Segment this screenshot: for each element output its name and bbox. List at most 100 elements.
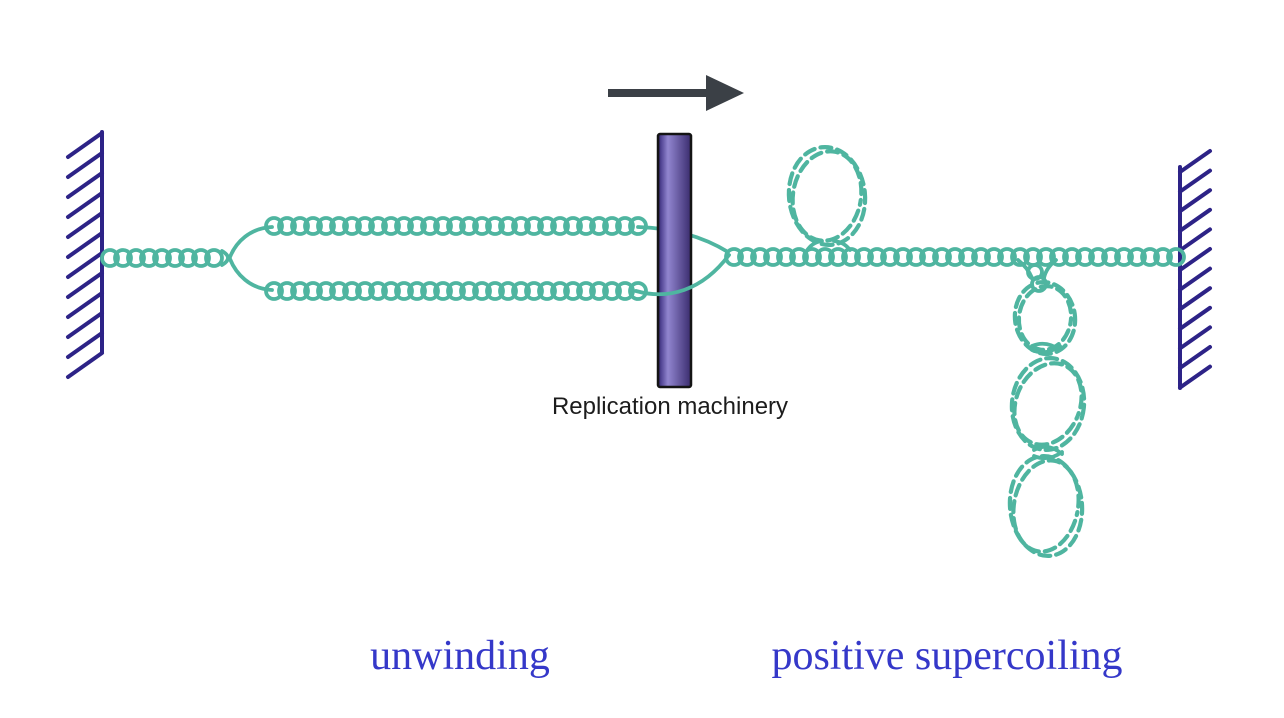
dna-twist bbox=[459, 281, 479, 301]
wall-hatch bbox=[66, 231, 104, 259]
dna-strand-crossing-bar bbox=[634, 253, 731, 297]
dna-twist bbox=[100, 248, 120, 268]
left-anchor-wall bbox=[66, 130, 104, 379]
crossover bbox=[1032, 444, 1064, 456]
dna-twist bbox=[316, 281, 336, 301]
wall-hatch bbox=[1178, 149, 1212, 174]
dna-twist bbox=[290, 281, 310, 301]
dna-twist bbox=[776, 247, 796, 267]
wall-hatch bbox=[66, 171, 104, 199]
dna-twist bbox=[342, 216, 362, 236]
supercoil-lobe bbox=[1009, 355, 1087, 453]
dna-twist bbox=[563, 216, 583, 236]
dna-twist bbox=[1062, 247, 1082, 267]
dna-twist bbox=[828, 247, 848, 267]
dna-twist bbox=[329, 281, 349, 301]
fork-apex bbox=[220, 249, 230, 267]
dna-twist bbox=[420, 216, 440, 236]
dna-twist bbox=[563, 281, 583, 301]
dna-twist bbox=[498, 281, 518, 301]
dna-twist bbox=[355, 216, 375, 236]
dna-twist bbox=[1153, 247, 1173, 267]
dna-twist bbox=[997, 247, 1017, 267]
dna-twist bbox=[355, 281, 375, 301]
dna-twist bbox=[971, 247, 991, 267]
dna-twist bbox=[524, 281, 544, 301]
dna-twist bbox=[763, 247, 783, 267]
wall-hatch bbox=[1178, 168, 1212, 194]
dna-twist bbox=[815, 247, 835, 267]
dna-twist bbox=[178, 248, 198, 268]
dna-twist bbox=[576, 216, 596, 236]
dna-twist bbox=[1010, 247, 1030, 267]
dna-twist bbox=[958, 247, 978, 267]
wall-hatch bbox=[1178, 188, 1212, 214]
wall-hatch bbox=[66, 351, 104, 379]
wall-hatch bbox=[1178, 305, 1212, 331]
wall-hatch bbox=[1178, 286, 1212, 312]
wall-hatch bbox=[66, 211, 104, 239]
wall-hatch bbox=[66, 251, 104, 279]
dna-twist bbox=[867, 247, 887, 267]
dna-twist bbox=[126, 248, 146, 268]
dna-twist bbox=[550, 281, 570, 301]
dna-twist bbox=[524, 216, 544, 236]
dna-twist bbox=[446, 281, 466, 301]
dna-twist bbox=[472, 216, 492, 236]
dna-twist bbox=[316, 216, 336, 236]
dna-twist bbox=[906, 247, 926, 267]
dna-twist bbox=[433, 281, 453, 301]
dna-twist bbox=[394, 281, 414, 301]
dna-twist bbox=[1088, 247, 1108, 267]
right-anchor-wall bbox=[1178, 149, 1212, 390]
dna-twist bbox=[485, 281, 505, 301]
dna-twist bbox=[932, 247, 952, 267]
dna-twist bbox=[368, 216, 388, 236]
wall-hatch bbox=[66, 291, 104, 319]
direction-arrow bbox=[608, 75, 744, 111]
lower-strand-front-of-bar bbox=[634, 253, 731, 297]
dna-twist bbox=[264, 281, 284, 301]
dna-twist bbox=[381, 216, 401, 236]
dna-twist bbox=[1101, 247, 1121, 267]
dna-twist bbox=[329, 216, 349, 236]
wall-hatch bbox=[1178, 207, 1212, 233]
dna-twist bbox=[628, 281, 648, 301]
dna-twist bbox=[737, 247, 757, 267]
arrow-shaft bbox=[608, 89, 708, 97]
fork-upper-arm bbox=[228, 225, 274, 259]
dna-twist bbox=[550, 216, 570, 236]
wall-hatch bbox=[66, 151, 104, 179]
dna-twist bbox=[342, 281, 362, 301]
dna-twist bbox=[277, 281, 297, 301]
dna-twist bbox=[368, 281, 388, 301]
wall-hatch bbox=[1178, 266, 1212, 292]
dna-twist bbox=[854, 247, 874, 267]
loop-junction bbox=[804, 239, 824, 254]
supercoil-lobe bbox=[1011, 458, 1081, 554]
supercoil-lobe bbox=[1012, 280, 1078, 356]
positive-supercoiling-caption: positive supercoiling bbox=[771, 633, 1122, 679]
replication-machinery-bar bbox=[656, 132, 693, 389]
wall-hatch bbox=[66, 271, 104, 299]
supercoil-lobe bbox=[1007, 453, 1085, 559]
dna-twist bbox=[537, 216, 557, 236]
dna-twist bbox=[602, 216, 622, 236]
dna-twist bbox=[1140, 247, 1160, 267]
loop-junction bbox=[832, 239, 852, 252]
dna-twist bbox=[303, 216, 323, 236]
dna-twist bbox=[511, 216, 531, 236]
dna-twist bbox=[394, 216, 414, 236]
dna-twist bbox=[152, 248, 172, 268]
dna-twist bbox=[984, 247, 1004, 267]
dna-twist bbox=[1166, 247, 1186, 267]
dna-double-helix bbox=[100, 216, 1186, 301]
wall-hatch bbox=[1178, 227, 1212, 253]
plectoneme-junction bbox=[1042, 258, 1058, 280]
dna-twist bbox=[802, 247, 822, 267]
unwinding-caption: unwinding bbox=[370, 633, 550, 679]
supercoil-lobe bbox=[1012, 361, 1084, 447]
dna-twist bbox=[602, 281, 622, 301]
